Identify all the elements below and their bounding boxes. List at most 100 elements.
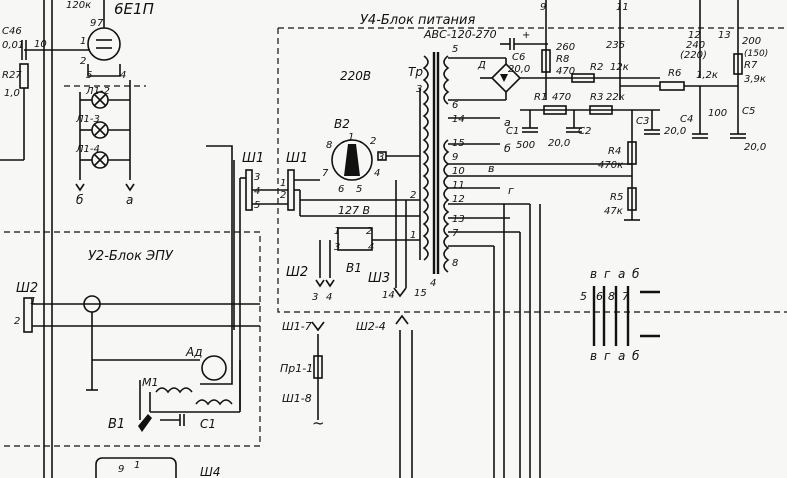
sh1-pin-3: 3: [254, 172, 260, 183]
sh3-label: Ш3: [368, 271, 390, 286]
v-235: 235: [606, 40, 625, 51]
b2-pos-7: 7: [322, 168, 329, 179]
c6-label: С6: [512, 52, 525, 63]
term-num-5: 5: [580, 290, 587, 303]
term-num-7: 7: [622, 290, 629, 303]
net-13: 13: [718, 30, 731, 41]
c1-value: 500: [516, 140, 535, 151]
r2-resistor: [571, 73, 595, 83]
r1-label: R1: [534, 92, 547, 103]
sh1-7-label: Ш1-7: [282, 320, 312, 333]
c6-value: 20,0: [508, 64, 530, 75]
winding-3: 3: [416, 84, 422, 95]
r7-label: R7: [744, 60, 758, 71]
c2-label: С2: [578, 126, 591, 137]
sh2-left-connector: [23, 297, 33, 333]
r3-value: 22к: [606, 92, 625, 103]
lamp-label-3: Л1-4: [75, 144, 100, 155]
term-num-8: 8: [608, 290, 615, 303]
sh1-pin-5: 5: [254, 200, 260, 211]
sh3-pin-14: 14: [382, 290, 395, 301]
term-top-b: б: [632, 267, 640, 281]
tube-envelope: [87, 27, 121, 61]
c3-value: 20,0: [664, 126, 686, 137]
lamp-label-2: Л1-3: [75, 114, 100, 125]
sh1-pin-4: 4: [254, 186, 260, 197]
r6-resistor: [659, 81, 685, 91]
net-12: 12: [688, 30, 701, 41]
sh1r-pin-2: 2: [280, 190, 286, 201]
r3-resistor: [589, 105, 613, 115]
term-top-g: г: [604, 267, 611, 281]
connectors: Ш1 Ш1 3 4 5 1 2 Ш2 3 4 Ш3 14 15 4 Ш1-7 Ш…: [95, 145, 436, 478]
b2-label: В2: [334, 117, 350, 131]
b1-label: В1: [346, 261, 362, 275]
winding-14: 14: [452, 114, 465, 125]
line-letter-a: а: [504, 116, 511, 129]
r1-value: 470: [552, 92, 571, 103]
sh1r-pin-1: 1: [280, 178, 286, 189]
c6-plus: +: [522, 30, 530, 41]
v-260: 260: [556, 42, 575, 53]
power-block-title: У4-Блок питания: [360, 13, 475, 28]
bottom-plug-pin-9: 9: [118, 464, 124, 475]
c5-label: С5: [742, 106, 755, 117]
sh1-right-connector: [287, 169, 295, 211]
diode-label: Д: [477, 60, 486, 71]
winding-7: 7: [452, 228, 459, 239]
r1-resistor: [543, 105, 567, 115]
b1-pin-1: 1: [334, 226, 340, 237]
sh3-pin-4: 4: [430, 278, 436, 289]
c2-value: 20,0: [548, 138, 570, 149]
term-num-6: 6: [596, 290, 603, 303]
net-9: 9: [540, 2, 546, 13]
bottom-plug: [95, 457, 177, 478]
sh4-label: Ш4: [200, 465, 220, 478]
mains-220-label: 220В: [340, 69, 371, 83]
sh2-4-label: Ш2-4: [356, 320, 386, 333]
r7-resistor: [733, 53, 743, 75]
r8-label: R8: [556, 54, 569, 65]
term-bot-g: г: [604, 349, 611, 363]
b2-pos-1: 1: [348, 132, 354, 143]
node-1: 1: [410, 230, 416, 241]
winding-5: 5: [452, 44, 458, 55]
r8-value: 470: [556, 66, 575, 77]
sh1-8-label: Ш1-8: [282, 392, 312, 405]
c4-value: 100: [708, 108, 727, 119]
tube-name: 6Е1П: [114, 0, 154, 18]
b1-pin-4: 4: [368, 242, 374, 253]
r5-resistor: [627, 187, 637, 211]
r5-label: R5: [610, 192, 623, 203]
tube-pin-9: 9: [90, 18, 96, 29]
c1-label: С1: [506, 126, 519, 137]
v-240: 240: [686, 40, 705, 51]
r8-resistor: [541, 49, 551, 73]
c5-value: 20,0: [744, 142, 766, 153]
term-top-a: а: [618, 267, 625, 281]
r3-label: R3: [590, 92, 603, 103]
sh1-top-connector: [245, 169, 253, 211]
winding-10: 10: [452, 166, 465, 177]
node-2: 2: [410, 190, 416, 201]
output-a: а: [126, 193, 133, 207]
b1-pin-2: 2: [366, 226, 372, 237]
b2-rotary-switch: [331, 139, 373, 181]
r4-value: 470к: [598, 160, 623, 171]
v-150-paren: (150): [744, 49, 768, 59]
b1-switch: [337, 227, 373, 251]
winding-6: 6: [452, 100, 458, 111]
tube-pin-7: 7: [97, 18, 104, 29]
winding-13: 13: [452, 214, 465, 225]
motor-ad: [201, 355, 227, 381]
v-200: 200: [742, 36, 761, 47]
b2-pos-6: 6: [338, 184, 344, 195]
sh1-right-label: Ш1: [286, 151, 308, 166]
v127-label: 127 В: [338, 204, 370, 217]
ac-mains-symbol: ~: [312, 414, 325, 432]
r27-value: 1,0: [4, 88, 20, 99]
epu-block-title: У2-Блок ЭПУ: [88, 249, 174, 264]
motor-m1-label: М1: [142, 376, 159, 389]
motor-b1-label: В1: [108, 417, 125, 432]
